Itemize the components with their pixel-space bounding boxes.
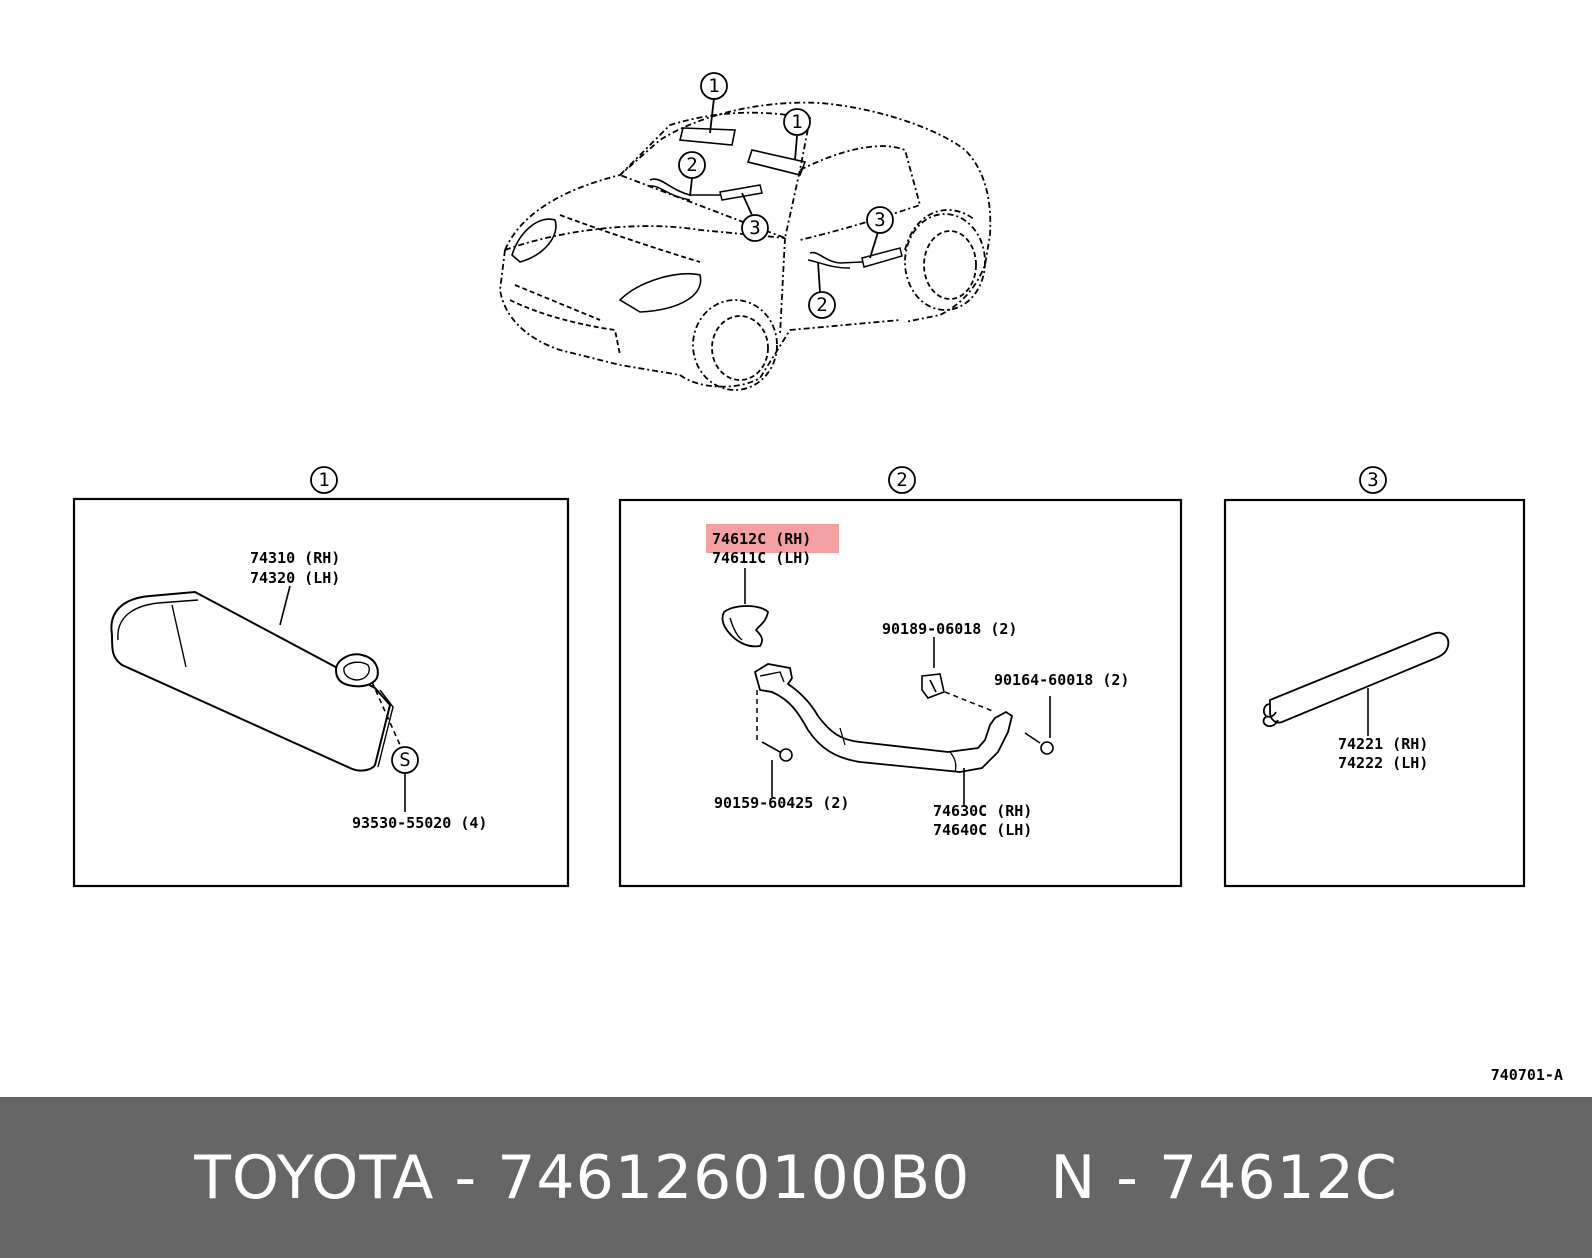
svg-text:3: 3 (749, 217, 760, 239)
car-callout-3b: 3 (866, 206, 894, 234)
svg-text:S: S (399, 749, 410, 771)
roof-trim-part (1262, 631, 1450, 728)
car-callout-2b: 2 (808, 291, 836, 319)
svg-text:3: 3 (874, 209, 885, 231)
highlight-74612C (706, 524, 839, 553)
label-cover-rh: 74612C (RH) (712, 530, 811, 548)
panel-1-frame (72, 497, 570, 888)
svg-text:1: 1 (318, 469, 329, 491)
screw-b-part (761, 741, 793, 762)
svg-text:2: 2 (896, 469, 907, 491)
panel-2-frame (618, 498, 1183, 888)
diagram-code: 740701-A (1491, 1066, 1563, 1084)
footer-part-number: TOYOTA - 7461260100B0 (194, 1142, 971, 1213)
label-grip-rh: 74630C (RH) (933, 802, 1032, 820)
svg-text:2: 2 (686, 154, 697, 176)
clip-part (921, 673, 945, 699)
footer-banner: TOYOTA - 7461260100B0 N - 74612C (0, 1097, 1592, 1258)
label-trim-rh: 74221 (RH) (1338, 735, 1428, 753)
panel-3-number: 3 (1359, 466, 1387, 494)
car-callout-1a: 1 (700, 72, 728, 100)
grip-cover-part (721, 605, 769, 648)
screw-symbol: S (391, 746, 419, 774)
label-trim-lh: 74222 (LH) (1338, 754, 1428, 772)
car-callout-3a: 3 (741, 214, 769, 242)
label-visor-lh: 74320 (LH) (250, 569, 340, 587)
svg-text:3: 3 (1367, 469, 1378, 491)
panel-2-number: 2 (888, 466, 916, 494)
svg-text:1: 1 (791, 111, 802, 133)
label-clip-part: 90189-06018 (2) (882, 620, 1017, 638)
car-callout-2a: 2 (678, 151, 706, 179)
label-visor-rh: 74310 (RH) (250, 549, 340, 567)
panel-1-number: 1 (310, 466, 338, 494)
panel-3: 3 74221 (RH) 74222 (LH) (1223, 466, 1526, 888)
assist-grip-part (753, 663, 1014, 773)
label-cover-lh: 74611C (LH) (712, 549, 811, 567)
label-screw-b: 90159-60425 (2) (714, 794, 849, 812)
label-grip-lh: 74640C (LH) (933, 821, 1032, 839)
label-screw-a: 90164-60018 (2) (994, 671, 1129, 689)
svg-text:2: 2 (816, 294, 827, 316)
panel-3-frame (1223, 498, 1526, 888)
panel-1: 1 S 74310 (RH) 74320 (LH) 93530-55020 (4… (72, 466, 570, 888)
car-callout-1b: 1 (783, 108, 811, 136)
car-overview-illustration (499, 97, 992, 391)
label-screw-part: 93530-55020 (4) (352, 814, 487, 832)
panel-2: 2 74612C (RH) 74611C (LH) (618, 466, 1183, 888)
sun-visor-part (110, 590, 394, 772)
screw-a-part (1024, 732, 1054, 755)
svg-text:1: 1 (708, 75, 719, 97)
footer-ref-code: N - 74612C (1050, 1142, 1398, 1213)
